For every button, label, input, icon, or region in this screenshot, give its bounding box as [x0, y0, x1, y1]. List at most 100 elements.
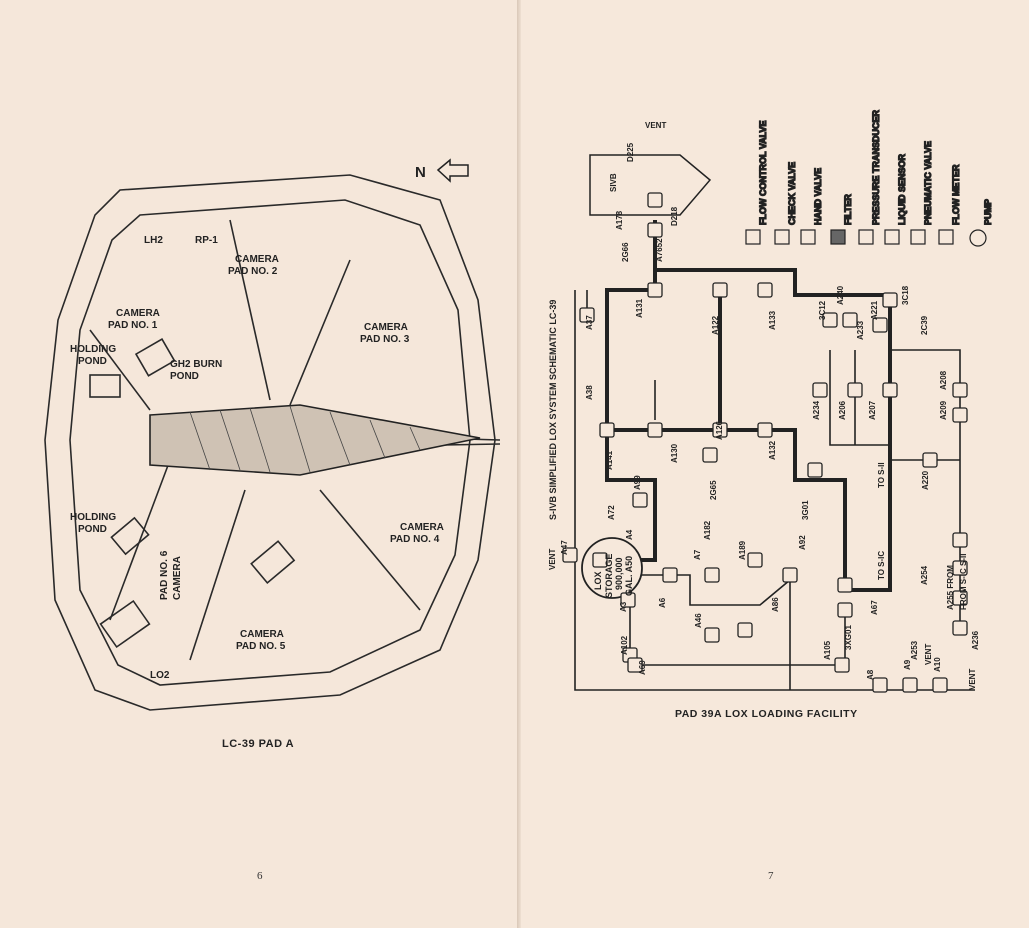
valve-symbol: [757, 282, 773, 298]
component-label: A240: [836, 285, 845, 305]
component-label: A99: [633, 475, 642, 490]
component-label: A46: [694, 613, 703, 628]
valve-symbol: [952, 532, 968, 548]
component-label: A130: [670, 443, 679, 463]
map-label: POND: [170, 371, 199, 382]
valve-symbol: [737, 622, 753, 638]
component-label: A10: [933, 657, 942, 672]
map-label: RP-1: [195, 235, 218, 246]
valve-symbol: [632, 492, 648, 508]
lox-storage-label: 900,000: [614, 557, 624, 590]
valve-symbol: [647, 192, 663, 208]
valve-symbol: [952, 560, 968, 576]
valve-symbol: [882, 382, 898, 398]
lox-storage-label: GAL. A50: [624, 556, 634, 596]
valve-symbol: [620, 592, 636, 608]
component-label: A206: [838, 400, 847, 420]
valve-symbol: [872, 677, 888, 693]
main-lox-lines: [605, 220, 892, 592]
component-label: A92: [798, 535, 807, 550]
component-label: VENT: [924, 644, 933, 665]
component-label: A38: [585, 385, 594, 400]
valve-symbol: [747, 552, 763, 568]
legend-label: HAND VALVE: [813, 168, 823, 225]
legend-label: CHECK VALVE: [787, 162, 797, 225]
component-label: 3G01: [801, 500, 810, 520]
legend-symbol: [774, 229, 790, 245]
legend-label: FLOW CONTROL VALVE: [758, 121, 768, 226]
component-label: TO S-II: [877, 462, 886, 488]
north-arrow: N: [415, 158, 469, 183]
map-label: CAMERA: [116, 308, 160, 319]
map-label: PAD NO. 2: [228, 266, 278, 277]
component-label: TO S-IC: [877, 551, 886, 580]
map-label: POND: [78, 356, 107, 367]
valve-symbol: [662, 567, 678, 583]
component-label: A7652: [655, 238, 664, 262]
component-label: A133: [768, 310, 777, 330]
component-label: A221: [870, 300, 879, 320]
map-label: PAD NO. 6: [159, 550, 170, 600]
component-label: A178: [615, 210, 624, 230]
valve-symbol: [837, 577, 853, 593]
schematic-title: S-IVB SIMPLIFIED LOX SYSTEM SCHEMATIC LC…: [548, 300, 558, 520]
valve-symbol: [834, 657, 850, 673]
component-label: VENT: [968, 669, 977, 690]
map-label: GH2 BURN: [170, 359, 222, 370]
component-label: A7: [693, 549, 702, 560]
flame-trench: [149, 404, 481, 476]
component-label: A102: [620, 635, 629, 655]
valve-symbol: [647, 282, 663, 298]
valve-symbol: [562, 547, 578, 563]
component-label: A209: [939, 400, 948, 420]
valve-symbol: [842, 312, 858, 328]
component-label: A122: [711, 315, 720, 335]
map-label: HOLDING: [70, 512, 116, 523]
map-label: LH2: [144, 235, 163, 246]
valve-symbol: [704, 627, 720, 643]
right-caption: PAD 39A LOX LOADING FACILITY: [675, 708, 858, 720]
valve-symbol: [579, 307, 595, 323]
component-label: D218: [670, 206, 679, 226]
page-number-left: 6: [257, 870, 263, 882]
map-label: HOLDING: [70, 344, 116, 355]
component-label: A234: [812, 400, 821, 420]
lox-storage-label: STORAGE: [604, 554, 614, 598]
component-label: A189: [738, 540, 747, 560]
legend-label: PNEUMATIC VALVE: [923, 141, 933, 225]
valve-symbol: [812, 382, 828, 398]
valve-symbol: [872, 317, 888, 333]
valve-symbol: [592, 552, 608, 568]
left-caption: LC-39 PAD A: [222, 738, 295, 750]
component-label: A37: [585, 315, 594, 330]
legend-label: LIQUID SENSOR: [897, 153, 907, 225]
component-label: A207: [868, 400, 877, 420]
lox-storage-label: LOX: [593, 571, 603, 590]
component-label: A131: [635, 298, 644, 318]
component-label: A126: [715, 420, 724, 440]
component-label: A4: [625, 529, 634, 540]
component-label: 2G66: [621, 242, 630, 262]
component-label: 2G65: [709, 480, 718, 500]
valve-symbol: [704, 567, 720, 583]
component-label: A47: [560, 540, 569, 555]
valve-symbol: [712, 422, 728, 438]
component-label: 3XG01: [844, 625, 853, 650]
valve-symbol: [822, 312, 838, 328]
component-label: A220: [921, 470, 930, 490]
valve-symbol: [952, 382, 968, 398]
valve-symbol: [807, 462, 823, 478]
component-label: VENT: [548, 549, 557, 570]
valve-symbol: [932, 677, 948, 693]
valve-symbol: [952, 407, 968, 423]
map-label: LO2: [150, 670, 170, 681]
legend-symbol: [938, 229, 954, 245]
legend-symbol: [830, 229, 846, 245]
sivb-stage: [589, 154, 712, 216]
component-label: A8: [866, 669, 875, 680]
component-label: A67: [870, 600, 879, 615]
